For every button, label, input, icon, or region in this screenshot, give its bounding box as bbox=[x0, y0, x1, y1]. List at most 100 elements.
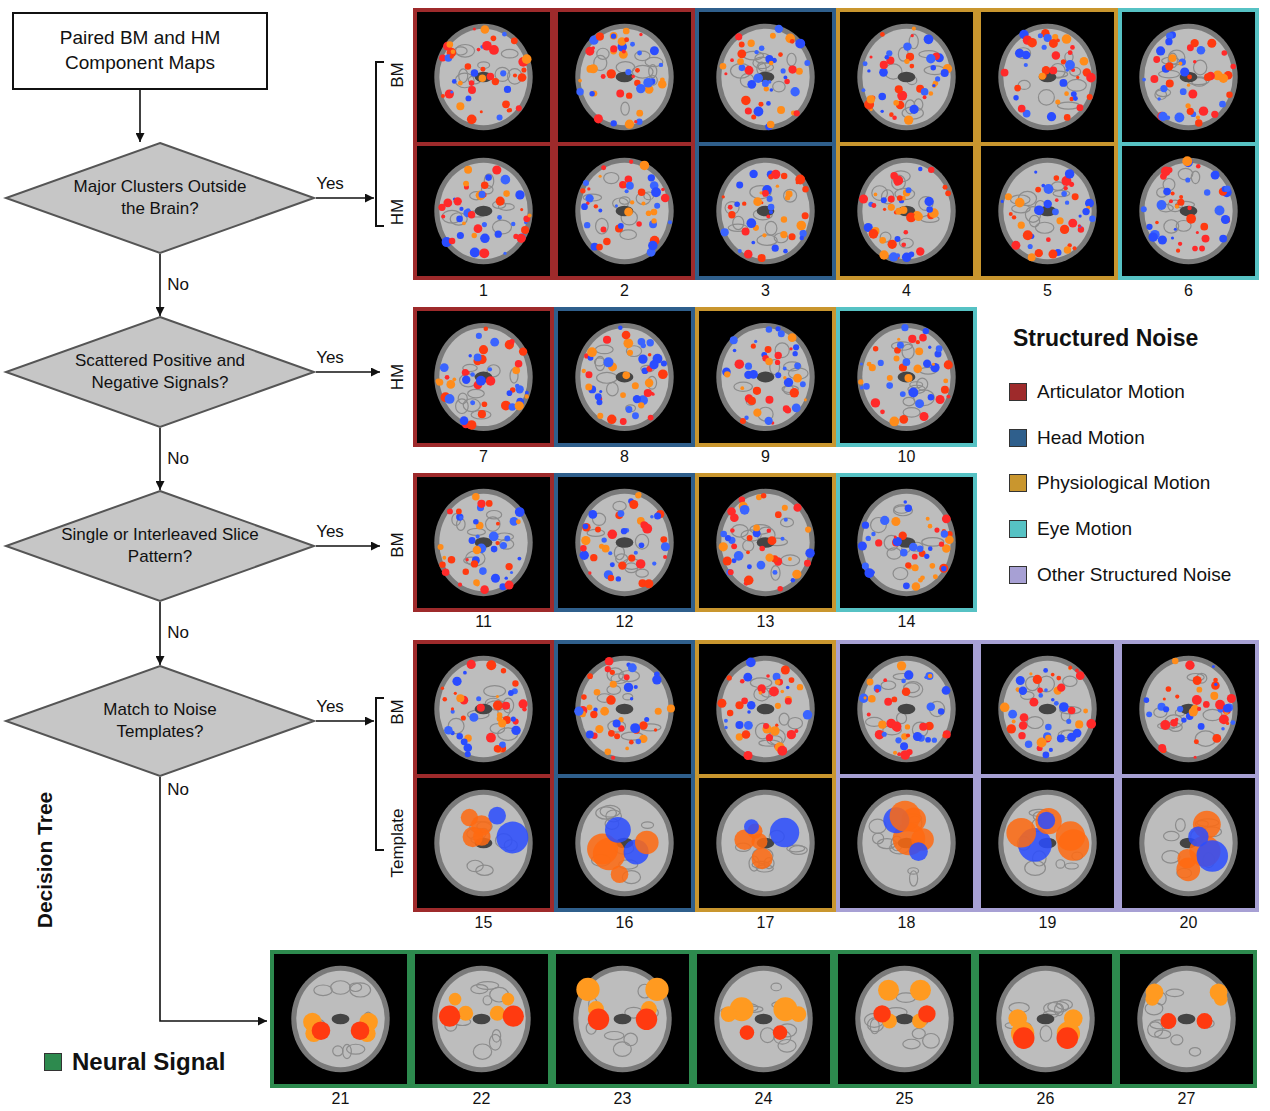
figure-label: Decision Tree bbox=[33, 792, 57, 929]
scan-background bbox=[697, 954, 830, 1084]
branch-label: Yes bbox=[316, 697, 344, 717]
activation-blob bbox=[897, 661, 906, 670]
decision-text: Match to Noise Templates? bbox=[60, 699, 260, 743]
activation-blob bbox=[924, 34, 934, 44]
activation-blob bbox=[927, 702, 935, 710]
activation-blob bbox=[1001, 200, 1004, 203]
activation-blob bbox=[791, 578, 795, 582]
activation-blob bbox=[502, 993, 515, 1006]
activation-blob bbox=[473, 546, 482, 555]
activation-blob bbox=[464, 166, 472, 174]
activation-blob bbox=[1037, 737, 1047, 747]
activation-blob bbox=[1196, 231, 1199, 234]
activation-blob bbox=[496, 522, 500, 526]
activation-blob bbox=[893, 537, 902, 546]
legend-swatch bbox=[1009, 474, 1027, 492]
activation-blob bbox=[879, 237, 886, 244]
tile-frame bbox=[695, 640, 836, 912]
activation-blob bbox=[661, 361, 667, 367]
bracket bbox=[376, 698, 384, 850]
activation-blob bbox=[515, 401, 524, 410]
activation-blob bbox=[909, 252, 915, 258]
gyrus bbox=[881, 681, 896, 690]
activation-blob bbox=[928, 91, 933, 96]
activation-blob bbox=[782, 505, 788, 511]
template-blob bbox=[1038, 812, 1056, 830]
legend-swatch bbox=[1009, 383, 1027, 401]
gyrus bbox=[350, 983, 362, 991]
activation-blob bbox=[869, 55, 872, 58]
template-blob bbox=[909, 842, 928, 861]
activation-blob bbox=[916, 247, 924, 255]
callout-number: 20 bbox=[1180, 914, 1198, 932]
activation-blob bbox=[467, 420, 477, 430]
activation-blob bbox=[1197, 1013, 1213, 1029]
activation-blob bbox=[627, 350, 633, 356]
callout-number: 10 bbox=[898, 448, 916, 466]
activation-blob bbox=[630, 697, 633, 700]
gyrus bbox=[1162, 851, 1180, 863]
activation-blob bbox=[613, 719, 621, 727]
activation-blob bbox=[1204, 189, 1210, 195]
gyrus bbox=[604, 1031, 623, 1039]
tile-frame bbox=[413, 473, 554, 612]
activation-blob bbox=[759, 45, 765, 51]
activation-blob bbox=[462, 221, 466, 225]
activation-blob bbox=[1016, 676, 1025, 685]
activation-blob bbox=[730, 58, 734, 62]
activation-blob bbox=[941, 69, 949, 77]
activation-blob bbox=[445, 375, 450, 380]
component-tile bbox=[977, 8, 1118, 280]
scan-background bbox=[417, 644, 550, 774]
activation-blob bbox=[618, 325, 623, 330]
gyrus bbox=[741, 530, 761, 541]
skull bbox=[857, 656, 955, 763]
ventricle bbox=[1037, 1014, 1055, 1025]
activation-blob bbox=[490, 338, 499, 347]
activation-blob bbox=[932, 738, 937, 743]
legend-text: Articulator Motion bbox=[1037, 381, 1185, 403]
activation-blob bbox=[466, 558, 469, 561]
brain bbox=[721, 661, 809, 758]
activation-blob bbox=[465, 751, 471, 757]
activation-blob bbox=[913, 732, 922, 741]
activation-blob bbox=[1193, 60, 1196, 63]
gyrus bbox=[314, 985, 332, 996]
activation-blob bbox=[1078, 214, 1081, 217]
ventricle bbox=[475, 704, 493, 715]
activation-blob bbox=[736, 181, 743, 188]
gyrus bbox=[331, 981, 351, 995]
activation-blob bbox=[461, 715, 466, 720]
activation-blob bbox=[492, 165, 501, 174]
activation-blob bbox=[904, 115, 913, 124]
activation-blob bbox=[469, 354, 472, 357]
component-tile bbox=[695, 640, 836, 912]
brain bbox=[580, 29, 668, 126]
activation-blob bbox=[1210, 983, 1228, 1001]
activation-blob bbox=[619, 181, 627, 189]
activation-blob bbox=[603, 336, 611, 344]
branch-label: No bbox=[167, 623, 189, 643]
activation-blob bbox=[1089, 216, 1095, 222]
activation-blob bbox=[775, 372, 781, 378]
activation-blob bbox=[871, 398, 880, 407]
activation-blob bbox=[439, 561, 445, 567]
callout-number: 24 bbox=[755, 1090, 773, 1108]
activation-blob bbox=[1175, 204, 1179, 208]
activation-blob bbox=[618, 561, 626, 569]
tile-frame bbox=[836, 8, 977, 280]
activation-blob bbox=[1007, 724, 1016, 733]
component-tile bbox=[836, 8, 977, 280]
skull bbox=[434, 489, 532, 596]
template-blob bbox=[611, 866, 629, 884]
branch-arrow bbox=[316, 720, 374, 722]
activation-blob bbox=[885, 55, 890, 60]
activation-blob bbox=[737, 49, 746, 58]
template-blob bbox=[1177, 849, 1196, 868]
activation-blob bbox=[908, 335, 916, 343]
activation-blob bbox=[894, 725, 901, 732]
activation-blob bbox=[502, 32, 507, 37]
activation-blob bbox=[1146, 224, 1152, 230]
gyrus bbox=[597, 48, 609, 59]
scan-background bbox=[417, 311, 550, 443]
